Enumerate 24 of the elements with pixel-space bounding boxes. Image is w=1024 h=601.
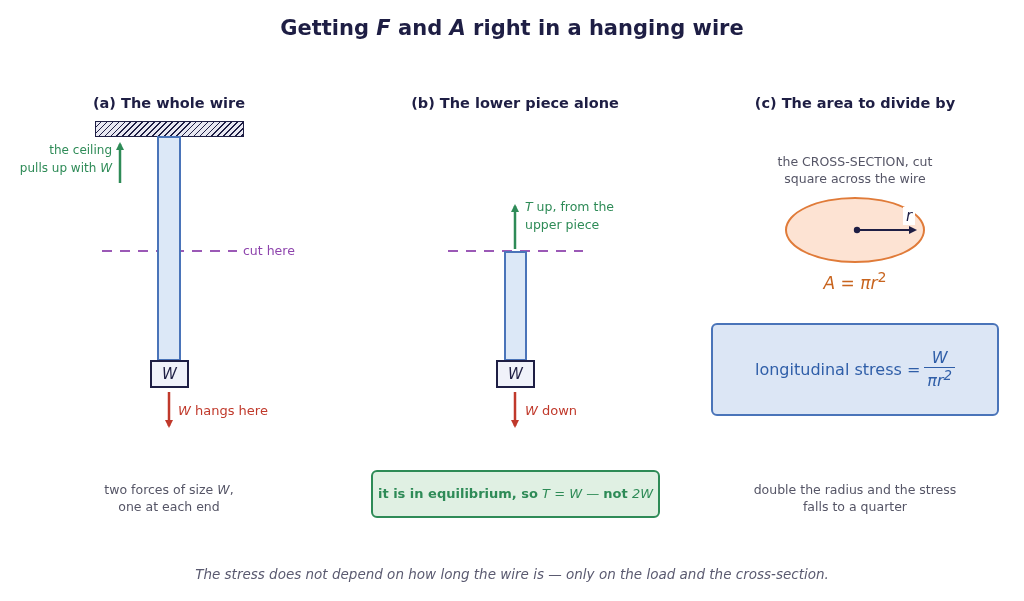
force-label: T up, from the upper piece [525,198,615,234]
fraction-numerator: W [930,348,949,368]
radius-label: r [903,207,916,225]
panel-heading: (c) The area to divide by [753,95,957,111]
ceiling-hatch [95,121,244,137]
panel-heading: (b) The lower piece alone [410,95,620,111]
diagram-title: Getting F and A right in a hanging wire [279,16,745,40]
note-text: double the radius and the stress falls to a quarter [752,481,958,515]
weight-box: W [496,360,535,388]
fraction-denominator: πr$^{2}$ [924,367,955,391]
stress-label: longitudinal stress = [755,360,921,379]
cut-label: cut here [243,243,295,258]
wire [157,136,181,361]
formula-panel [711,323,999,416]
caption: The stress does not depend on how long the wire is — only on the load and the cross-section. [194,566,830,582]
conclusion-box: it is in equilibrium, so T = W — not 2W [371,470,660,518]
wire [504,251,527,361]
description-text: the CROSS-SECTION, cut square across the wire [776,153,934,187]
area-formula: A = πr$^{2}$ [822,269,888,293]
panel-heading: (a) The whole wire [91,95,247,111]
force-label: the ceiling pulls up with W [18,142,112,177]
force-label: W down [525,403,578,418]
note-text: two forces of size W, one at each end [103,481,235,515]
weight-box: W [150,360,189,388]
